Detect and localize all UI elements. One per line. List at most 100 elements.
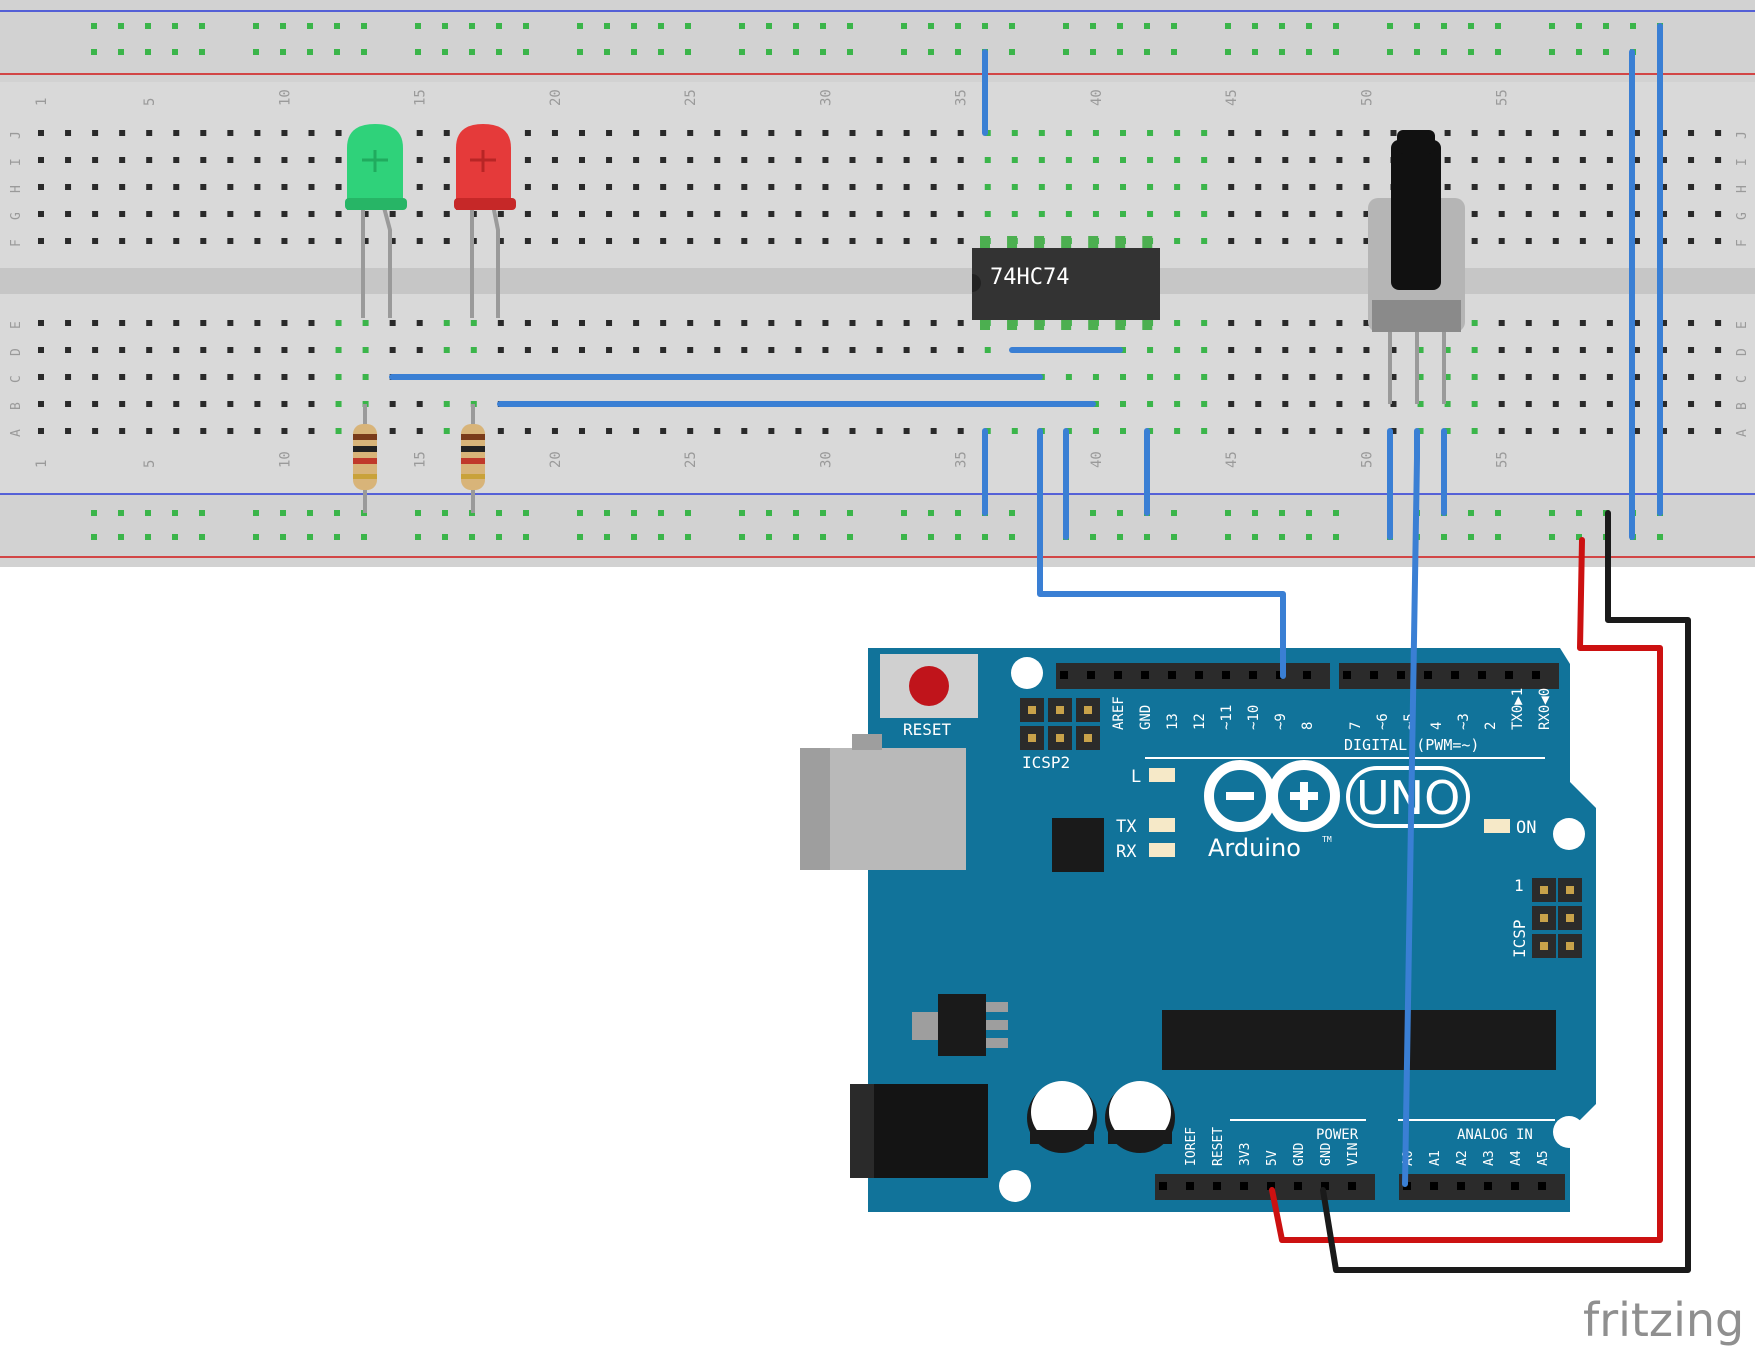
- header-pin[interactable]: [1060, 671, 1068, 679]
- breadboard-hole[interactable]: [119, 184, 126, 190]
- breadboard-hole[interactable]: [1120, 184, 1126, 190]
- breadboard-hole[interactable]: [579, 184, 585, 190]
- breadboard-hole[interactable]: [1065, 130, 1072, 136]
- header-pin[interactable]: [1484, 1182, 1492, 1190]
- breadboard-hole[interactable]: [146, 157, 153, 163]
- rail-hole[interactable]: [1306, 23, 1312, 29]
- breadboard-hole[interactable]: [579, 320, 585, 326]
- breadboard-hole[interactable]: [714, 211, 721, 217]
- breadboard-hole[interactable]: [308, 401, 315, 407]
- breadboard-hole[interactable]: [849, 184, 856, 190]
- breadboard-hole[interactable]: [1390, 347, 1397, 353]
- breadboard-hole[interactable]: [335, 347, 342, 353]
- breadboard-hole[interactable]: [65, 184, 72, 190]
- breadboard-hole[interactable]: [1120, 401, 1126, 407]
- rail-hole[interactable]: [1225, 49, 1231, 55]
- breadboard-hole[interactable]: [254, 130, 261, 136]
- breadboard-hole[interactable]: [200, 238, 207, 244]
- breadboard-hole[interactable]: [903, 130, 910, 136]
- breadboard-hole[interactable]: [1174, 347, 1181, 353]
- rail-hole[interactable]: [1333, 49, 1339, 55]
- breadboard-hole[interactable]: [660, 184, 667, 190]
- breadboard-hole[interactable]: [281, 211, 288, 217]
- breadboard-hole[interactable]: [1606, 184, 1613, 190]
- rail-hole[interactable]: [1306, 49, 1312, 55]
- breadboard-hole[interactable]: [308, 184, 315, 190]
- breadboard-hole[interactable]: [1715, 184, 1722, 190]
- breadboard-hole[interactable]: [146, 238, 153, 244]
- rail-hole[interactable]: [415, 510, 421, 516]
- breadboard-hole[interactable]: [1092, 184, 1099, 190]
- breadboard-hole[interactable]: [1336, 211, 1343, 217]
- breadboard-hole[interactable]: [1444, 428, 1451, 434]
- breadboard-hole[interactable]: [1661, 238, 1667, 244]
- rail-hole[interactable]: [199, 23, 205, 29]
- breadboard-hole[interactable]: [1363, 238, 1370, 244]
- breadboard-hole[interactable]: [1606, 211, 1613, 217]
- breadboard-hole[interactable]: [1255, 130, 1262, 136]
- breadboard-hole[interactable]: [849, 347, 856, 353]
- breadboard-hole[interactable]: [687, 157, 694, 163]
- breadboard-hole[interactable]: [876, 130, 883, 136]
- breadboard-hole[interactable]: [687, 347, 694, 353]
- breadboard-hole[interactable]: [335, 374, 342, 380]
- breadboard-hole[interactable]: [687, 211, 694, 217]
- breadboard-hole[interactable]: [146, 211, 153, 217]
- breadboard-hole[interactable]: [687, 184, 694, 190]
- breadboard-hole[interactable]: [146, 320, 153, 326]
- breadboard-hole[interactable]: [957, 211, 964, 217]
- breadboard-hole[interactable]: [849, 320, 856, 326]
- breadboard-hole[interactable]: [1309, 211, 1316, 217]
- breadboard-hole[interactable]: [1525, 184, 1532, 190]
- rail-hole[interactable]: [1468, 49, 1474, 55]
- breadboard-hole[interactable]: [38, 428, 44, 434]
- rail-hole[interactable]: [523, 534, 529, 540]
- breadboard-hole[interactable]: [335, 184, 342, 190]
- header-pin[interactable]: [1511, 1182, 1519, 1190]
- breadboard-hole[interactable]: [308, 157, 315, 163]
- breadboard-hole[interactable]: [146, 428, 153, 434]
- breadboard-hole[interactable]: [389, 428, 396, 434]
- header-pin[interactable]: [1343, 671, 1351, 679]
- breadboard-hole[interactable]: [957, 320, 964, 326]
- breadboard-hole[interactable]: [1661, 184, 1667, 190]
- breadboard-hole[interactable]: [1688, 211, 1695, 217]
- breadboard-hole[interactable]: [38, 320, 44, 326]
- breadboard-hole[interactable]: [1633, 157, 1640, 163]
- rail-hole[interactable]: [1657, 534, 1663, 540]
- header-pin[interactable]: [1303, 671, 1311, 679]
- breadboard-hole[interactable]: [227, 130, 234, 136]
- breadboard-hole[interactable]: [1309, 238, 1316, 244]
- breadboard-hole[interactable]: [741, 347, 748, 353]
- breadboard-hole[interactable]: [443, 401, 450, 407]
- breadboard-hole[interactable]: [1228, 347, 1235, 353]
- rail-hole[interactable]: [1603, 23, 1609, 29]
- breadboard-hole[interactable]: [1606, 428, 1613, 434]
- rail-hole[interactable]: [847, 23, 853, 29]
- rail-hole[interactable]: [1009, 23, 1015, 29]
- breadboard-hole[interactable]: [1633, 374, 1640, 380]
- breadboard-hole[interactable]: [1471, 184, 1478, 190]
- breadboard-hole[interactable]: [227, 238, 234, 244]
- breadboard-hole[interactable]: [1201, 130, 1208, 136]
- rail-hole[interactable]: [253, 23, 259, 29]
- breadboard-hole[interactable]: [930, 157, 937, 163]
- breadboard-hole[interactable]: [1579, 211, 1586, 217]
- breadboard-hole[interactable]: [822, 184, 829, 190]
- rail-hole[interactable]: [793, 49, 799, 55]
- breadboard-hole[interactable]: [1011, 211, 1018, 217]
- breadboard-hole[interactable]: [1715, 211, 1722, 217]
- breadboard-hole[interactable]: [741, 320, 748, 326]
- breadboard-hole[interactable]: [92, 157, 99, 163]
- breadboard-hole[interactable]: [497, 238, 504, 244]
- breadboard-hole[interactable]: [362, 211, 369, 217]
- rail-hole[interactable]: [604, 49, 610, 55]
- rail-hole[interactable]: [415, 49, 421, 55]
- rail-hole[interactable]: [1333, 510, 1339, 516]
- breadboard-hole[interactable]: [1228, 211, 1235, 217]
- breadboard-hole[interactable]: [65, 130, 72, 136]
- rail-hole[interactable]: [334, 510, 340, 516]
- breadboard-hole[interactable]: [1201, 238, 1208, 244]
- rail-hole[interactable]: [658, 23, 664, 29]
- breadboard-hole[interactable]: [1606, 401, 1613, 407]
